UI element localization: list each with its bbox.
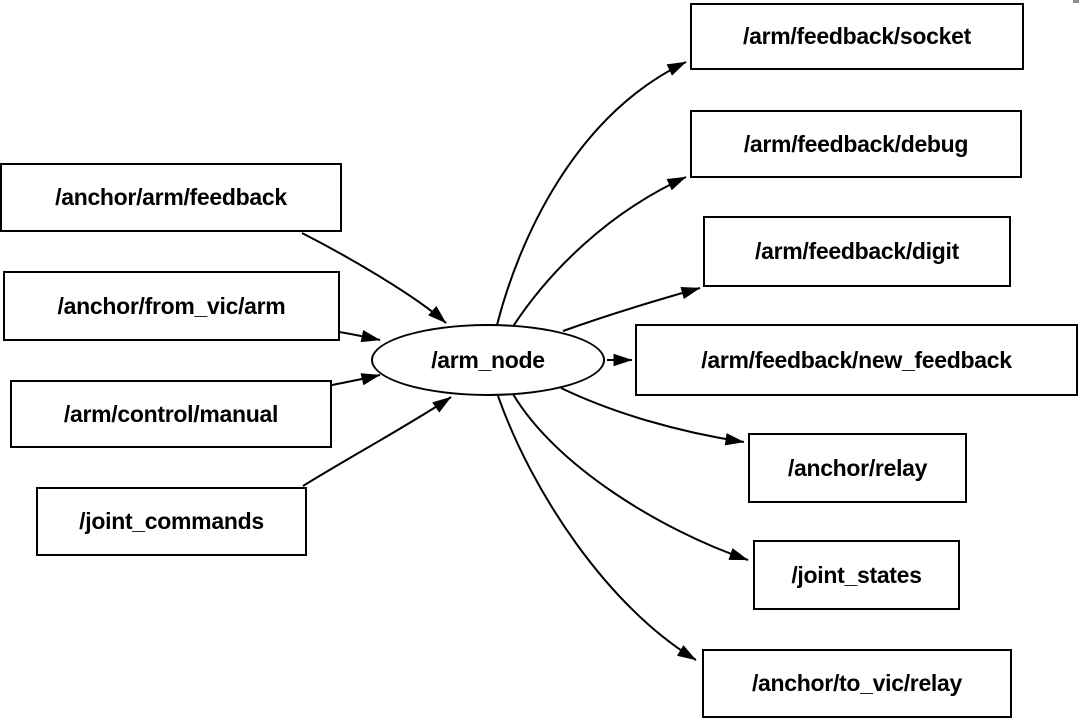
topic-node-arm-feedback-digit: /arm/feedback/digit	[703, 216, 1011, 287]
topic-label: /anchor/to_vic/relay	[751, 670, 963, 696]
topic-label: /arm/feedback/digit	[755, 238, 959, 264]
edge-arm-node-to-arm-feedback-socket	[496, 61, 687, 326]
topic-node-anchor-relay: /anchor/relay	[748, 433, 967, 503]
topic-node-arm-feedback-debug: /arm/feedback/debug	[690, 110, 1022, 178]
edge-arm-node-to-arm-feedback-digit	[562, 287, 701, 332]
edge-arm-control-manual-to-arm-node	[331, 373, 381, 386]
topic-label: /arm/feedback/new_feedback	[701, 346, 1012, 373]
topic-label: /joint_states	[791, 561, 922, 588]
topic-label: /arm/feedback/debug	[743, 130, 969, 157]
edge-anchor-arm-feedback-to-arm-node	[301, 232, 447, 324]
node-label: /arm_node	[431, 346, 545, 373]
topic-node-anchor-arm-feedback: /anchor/arm/feedback	[0, 163, 342, 232]
edge-arm-node-to-anchor-to-vic-relay	[497, 395, 697, 661]
edge-anchor-from-vic-arm-to-arm-node	[338, 330, 381, 343]
topic-node-anchor-to-vic-relay: /anchor/to_vic/relay	[702, 649, 1012, 718]
topic-label: /arm/control/manual	[63, 400, 279, 427]
edge-arm-node-to-joint-states	[512, 393, 749, 561]
topic-label: /anchor/from_vic/arm	[57, 292, 286, 319]
topic-label: /joint_commands	[79, 508, 264, 534]
topic-label: /anchor/arm/feedback	[55, 184, 287, 210]
topic-node-arm-feedback-new-feedback: /arm/feedback/new_feedback	[635, 324, 1078, 396]
topic-node-anchor-from-vic-arm: /anchor/from_vic/arm	[3, 271, 340, 341]
topic-node-arm-control-manual: /arm/control/manual	[10, 380, 332, 448]
edge-arm-node-to-arm-feedback-debug	[511, 176, 687, 329]
edge-arm-node-to-anchor-relay	[560, 387, 745, 446]
node-arm-node: /arm_node	[371, 324, 605, 396]
topic-label: /arm/feedback/socket	[743, 23, 971, 49]
topic-node-joint-states: /joint_states	[753, 540, 960, 610]
edge-joint-commands-to-arm-node	[302, 396, 452, 487]
topic-label: /anchor/relay	[787, 454, 928, 481]
topic-node-joint-commands: /joint_commands	[36, 487, 307, 556]
topic-node-arm-feedback-socket: /arm/feedback/socket	[690, 3, 1024, 70]
corner-artifact	[1073, 0, 1079, 3]
